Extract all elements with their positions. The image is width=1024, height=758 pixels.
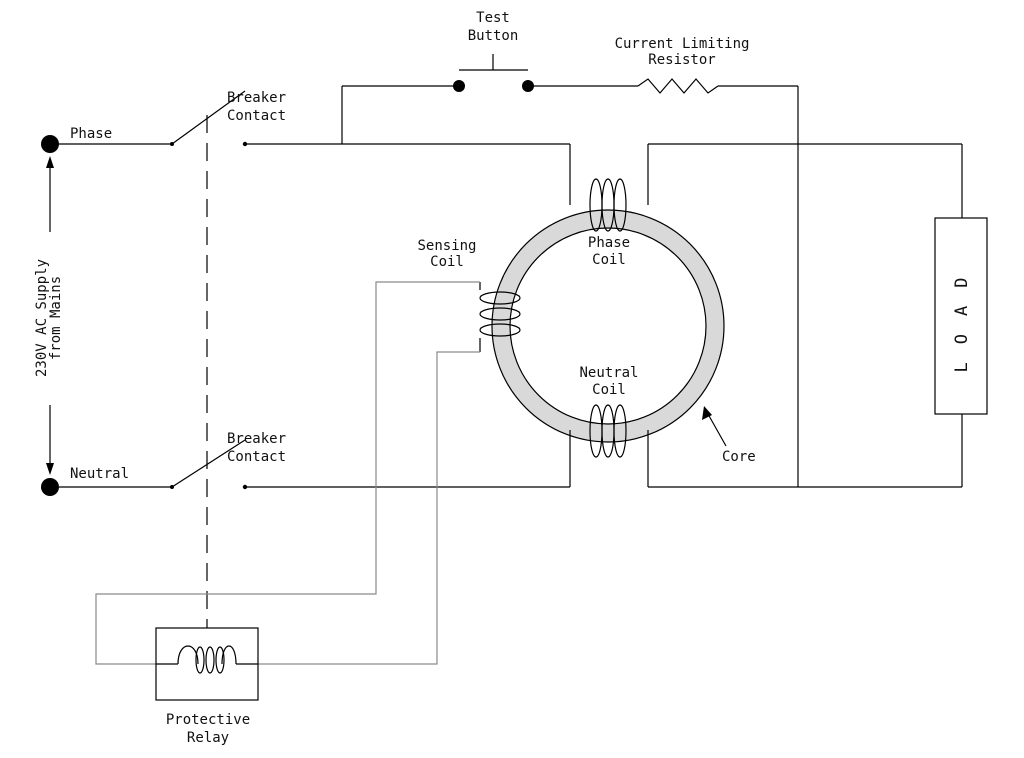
load-box xyxy=(934,217,988,415)
phase-terminal xyxy=(41,135,59,153)
resistor-label-2: Resistor xyxy=(648,52,715,68)
breaker-bottom-label-2: Contact xyxy=(227,449,286,465)
breaker-bottom-label-1: Breaker xyxy=(227,431,286,447)
sensing-coil-label-1: Sensing xyxy=(417,238,476,254)
relay-label-1: Protective xyxy=(166,712,250,728)
neutral-coil-label-1: Neutral xyxy=(579,365,638,381)
core-label: Core xyxy=(722,449,756,465)
breaker-blade-top xyxy=(171,90,246,145)
phase-label: Phase xyxy=(70,126,112,142)
neutral-wire xyxy=(59,430,571,490)
toroid-core-inner xyxy=(509,227,707,425)
supply-arrow-bottom xyxy=(46,405,54,475)
test-button-label-1: Test xyxy=(476,10,510,26)
breaker-top-label-1: Breaker xyxy=(227,90,286,106)
resistor-label-1: Current Limiting xyxy=(615,36,750,52)
load-label: LOAD xyxy=(952,260,972,373)
neutral-coil-label-2: Coil xyxy=(592,382,626,398)
sensing-coil xyxy=(479,282,521,352)
neutral-terminal xyxy=(41,478,59,496)
test-button-contact-left xyxy=(453,80,465,92)
load-circuit xyxy=(647,143,988,488)
phase-coil xyxy=(589,178,627,232)
phase-coil-label-2: Coil xyxy=(592,252,626,268)
protective-relay xyxy=(155,627,259,701)
phase-wire xyxy=(59,90,571,205)
relay-label-2: Relay xyxy=(187,730,229,746)
svg-text:230V AC Supply: 230V AC Supply xyxy=(34,259,50,377)
supply-arrow-top xyxy=(46,156,54,232)
breaker-top-label-2: Contact xyxy=(227,108,286,124)
test-button-circuit xyxy=(341,54,799,487)
neutral-coil xyxy=(589,404,627,458)
supply-label: 230V AC Supply from Mains xyxy=(34,259,64,377)
sensing-wires xyxy=(95,281,480,665)
svg-text:from Mains: from Mains xyxy=(48,276,64,360)
test-button-label-2: Button xyxy=(468,28,519,44)
neutral-label: Neutral xyxy=(70,466,129,482)
sensing-coil-label-2: Coil xyxy=(430,254,464,270)
phase-coil-label-1: Phase xyxy=(588,235,630,251)
current-limiting-resistor xyxy=(637,78,719,94)
core-arrow xyxy=(702,406,727,447)
breaker-blade-bottom xyxy=(171,439,246,488)
